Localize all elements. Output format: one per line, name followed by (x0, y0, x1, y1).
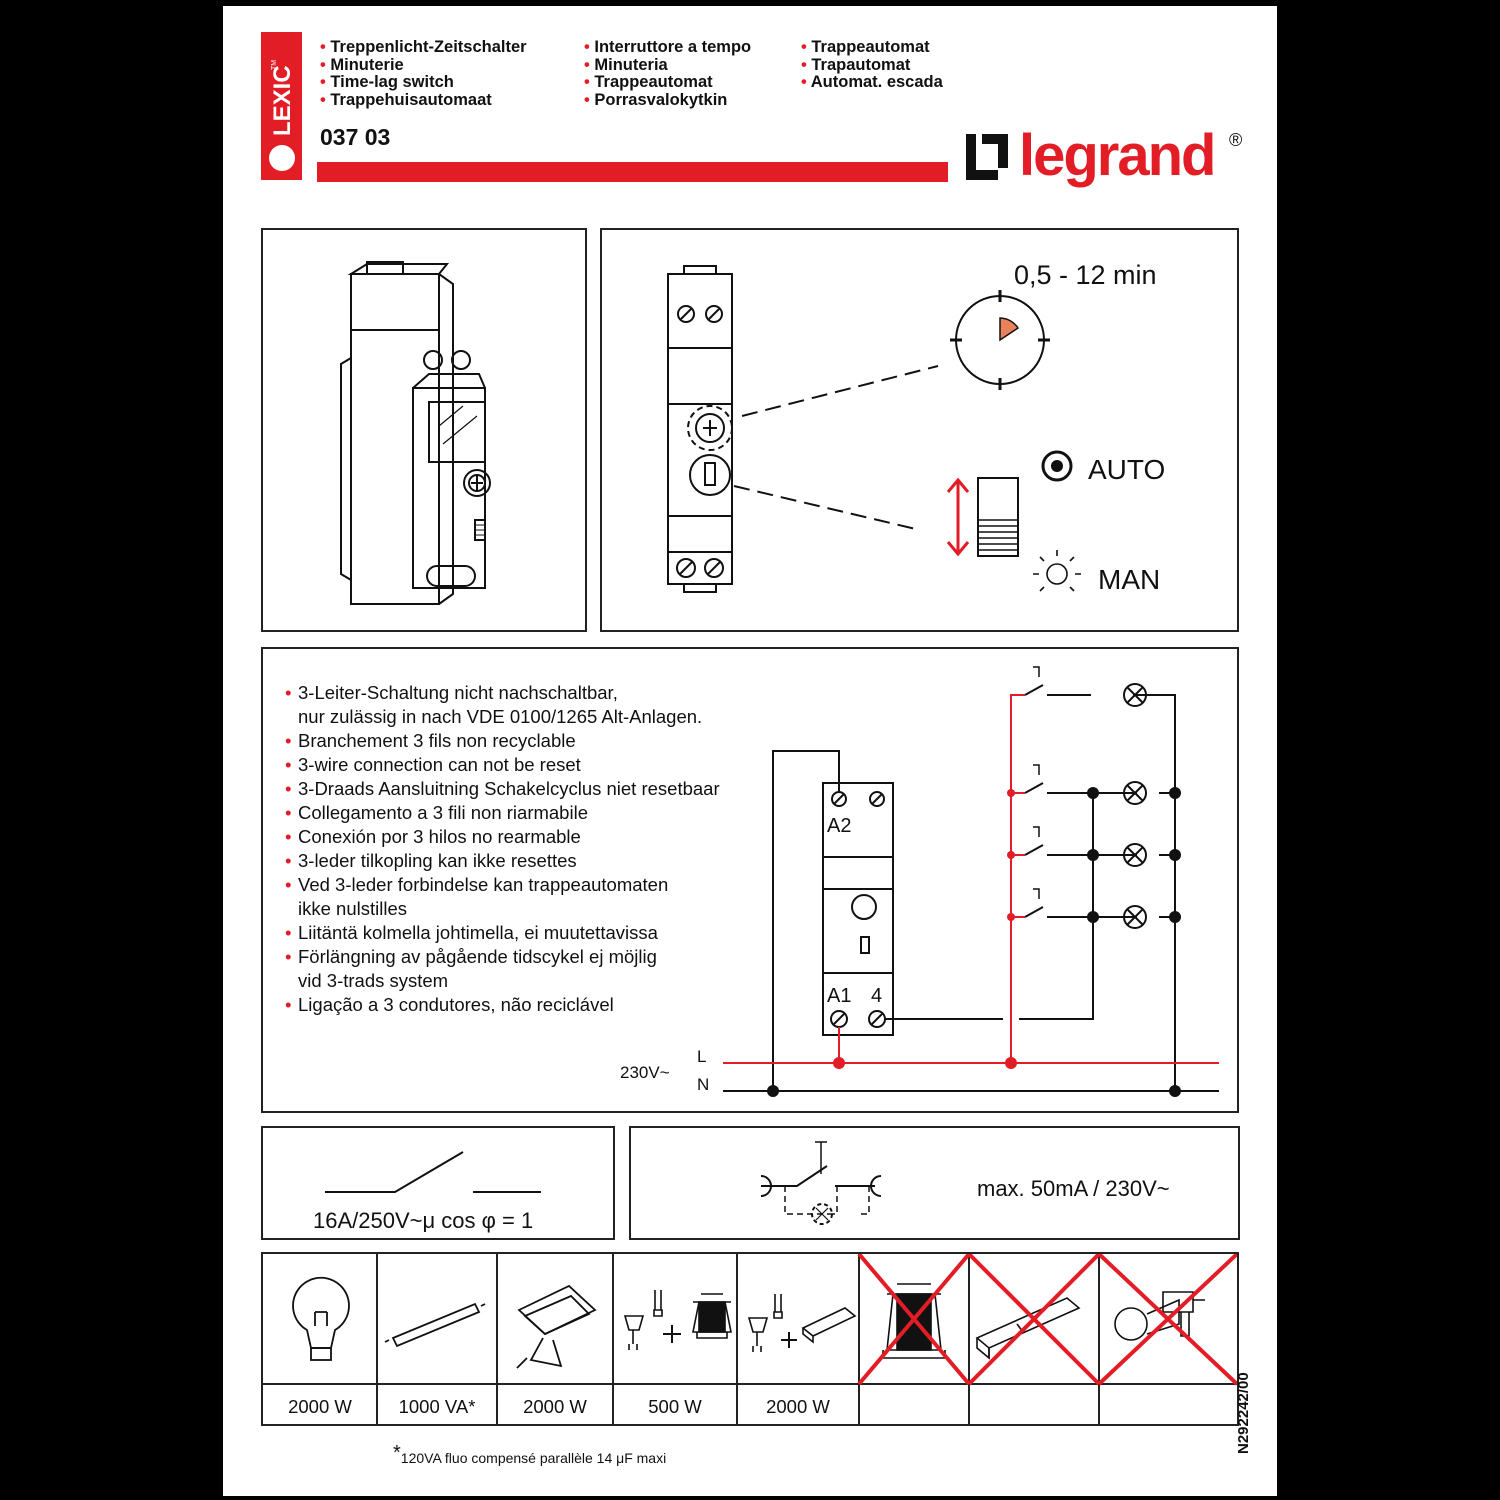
product-name: Treppenlicht-Zeitschalter (320, 38, 526, 57)
note-item: Ved 3-leder forbindelse kan trappeautoma… (285, 873, 720, 897)
terminal-a2-label: A2 (827, 815, 852, 837)
terminal-4-label: 4 (871, 985, 883, 1007)
lexic-logo: LEXIC TM (269, 60, 296, 171)
product-name: Porrasvalokytkin (584, 91, 751, 110)
footnote: *120VA fluo compensé parallèle 14 μF max… (393, 1442, 666, 1466)
contact-rating-label: 16A/250V~μ cos φ = 1 (313, 1208, 534, 1233)
device-perspective-drawing (340, 261, 491, 605)
lv-halogen-transformer-icon (623, 1290, 732, 1350)
note-item: Conexión por 3 hilos no rearmable (285, 825, 720, 849)
note-item: Collegamento a 3 fili non riarmabile (285, 801, 720, 825)
wiring-panel: 3-Leiter-Schaltung nicht nachschaltbar, … (261, 647, 1239, 1113)
footnote-text: 120VA fluo compensé parallèle 14 μF maxi (400, 1450, 667, 1466)
load-value: 2000 W (766, 1396, 830, 1417)
auto-mode-icon (1041, 450, 1073, 482)
footnote-mark: * (393, 1442, 401, 1464)
wiring-notes: 3-Leiter-Schaltung nicht nachschaltbar, … (285, 681, 720, 1017)
man-label: MAN (1098, 564, 1161, 595)
lamp-icons (1123, 683, 1147, 929)
product-name: Interruttore a tempo (584, 38, 751, 57)
front-view-drawing (667, 265, 1081, 593)
load-table-drawing (263, 1254, 1237, 1424)
product-name: Minuterie (320, 56, 527, 75)
auto-label: AUTO (1088, 454, 1166, 485)
legrand-logo: legrand (1019, 123, 1216, 188)
red-title-bar (317, 162, 948, 182)
contact-rating-panel: 16A/250V~μ cos φ = 1 (261, 1126, 615, 1240)
note-item: Förlängning av pågående tidscykel ej möj… (285, 945, 720, 969)
product-names-col1: Treppenlicht-Zeitschalter Minuterie Time… (320, 38, 527, 110)
svg-text:TM: TM (271, 60, 278, 70)
terminal-a1-label: A1 (827, 985, 852, 1007)
time-range-label: 0,5 - 12 min (1014, 260, 1157, 290)
forbidden-cross-icons (857, 1254, 1237, 1386)
load-value: 1000 VA* (398, 1396, 476, 1417)
pushbutton-panel: max. 50mA / 230V~ (629, 1126, 1240, 1240)
note-item: 3-wire connection can not be reset (285, 753, 720, 777)
fluorescent-ballast-icon (975, 1297, 1081, 1360)
svg-text:LEXIC: LEXIC (269, 65, 296, 136)
timer-dial-icon (950, 290, 1050, 390)
product-name: Trappeautomat (584, 73, 751, 92)
settings-panel: 0,5 - 12 min AUTO MAN (600, 228, 1239, 632)
motor-drill-icon (1114, 1291, 1205, 1341)
mode-switch-icon (946, 477, 1019, 557)
line-label-l: L (697, 1047, 707, 1066)
note-item: Ligação a 3 condutores, não reciclável (285, 993, 720, 1017)
product-names-col3: Trappeautomat Trapautomat Automat. escad… (801, 38, 943, 92)
pushbutton-symbol (760, 1141, 882, 1225)
product-name: Trapautomat (801, 56, 943, 75)
instruction-sheet: LEXIC TM Treppenlicht-Zeitschalter Minut… (223, 6, 1277, 1496)
note-item: vid 3-trads system (298, 970, 449, 991)
note-item: Branchement 3 fils non recyclable (285, 729, 720, 753)
load-table: 2000 W 1000 VA* 2000 W 500 W 2000 W (261, 1252, 1239, 1426)
incandescent-lamp-icon (292, 1276, 350, 1361)
lv-halogen-electronic-transformer-icon (747, 1294, 857, 1352)
product-name: Automat. escada (801, 73, 943, 92)
note-item: nur zulässig in nach VDE 0100/1265 Alt-A… (298, 706, 703, 727)
load-value: 2000 W (523, 1396, 587, 1417)
product-name: Trappehuisautomaat (320, 91, 527, 110)
note-item: 3-leder tilkopling kan ikke resettes (285, 849, 720, 873)
load-value: 500 W (648, 1396, 702, 1417)
product-code: 037 03 (320, 124, 391, 150)
document-number: N292242/00 (1235, 1372, 1252, 1454)
product-names-col2: Interruttore a tempo Minuteria Trappeaut… (584, 38, 751, 110)
legrand-logo-icon (966, 134, 1008, 180)
product-name: Trappeautomat (801, 38, 943, 57)
contact-symbol (325, 1151, 541, 1193)
supply-voltage-label: 230V~ (620, 1063, 670, 1082)
halogen-floodlight-icon (516, 1284, 597, 1369)
note-item: 3-Draads Aansluitning Schakelcyclus niet… (285, 777, 720, 801)
fluorescent-tube-icon (384, 1302, 486, 1348)
note-item: 3-Leiter-Schaltung nicht nachschaltbar, (285, 681, 720, 705)
device-illustration-panel (261, 228, 587, 632)
registered-mark: ® (1229, 130, 1243, 150)
pushbutton-rating-label: max. 50mA / 230V~ (977, 1176, 1170, 1201)
wiring-diagram (723, 666, 1219, 1097)
manual-light-icon (1033, 550, 1081, 592)
product-name: Time-lag switch (320, 73, 527, 92)
product-name: Minuteria (584, 56, 751, 75)
note-item: ikke nulstilles (298, 898, 407, 919)
line-label-n: N (697, 1075, 710, 1094)
note-item: Liitäntä kolmella johtimella, ei muutett… (285, 921, 720, 945)
lexic-brand-band: LEXIC TM (261, 32, 302, 180)
load-value: 2000 W (288, 1396, 352, 1417)
